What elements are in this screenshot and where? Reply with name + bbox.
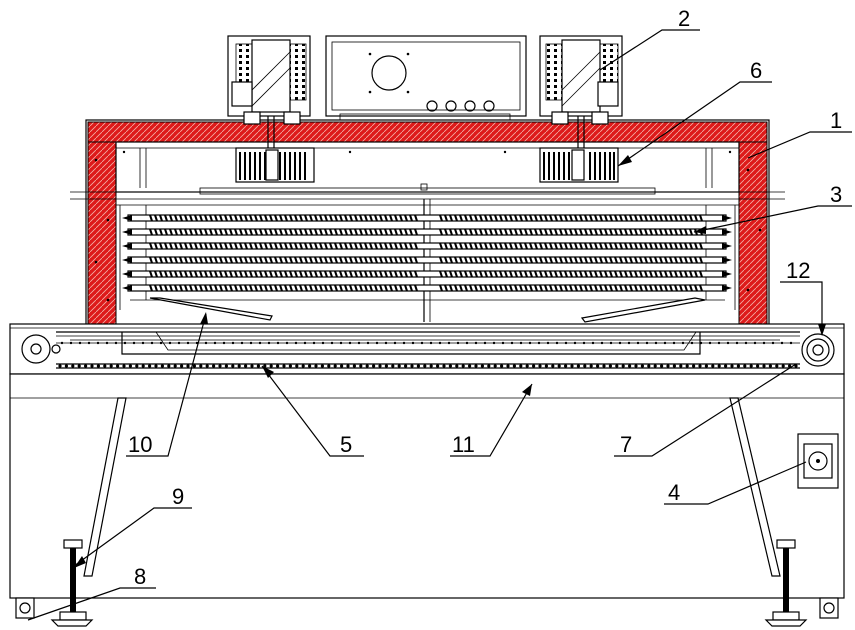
callout-7: 7 [620,432,632,457]
heater-tube [122,270,732,278]
callout-leaders [27,29,852,621]
heater-tube [122,228,732,236]
callout-6: 6 [750,58,762,83]
callout-1: 1 [830,108,842,133]
callout-12: 12 [786,258,810,283]
control-box [325,35,527,121]
heater-tube [122,214,732,222]
callout-11: 11 [452,432,475,457]
callout-4: 4 [668,480,680,505]
callout-10: 10 [128,432,152,457]
callout-5: 5 [340,432,352,457]
heater-tube [122,242,732,250]
heater-tube [122,256,732,264]
callout-8: 8 [134,564,146,589]
callout-labels: 1 2 6 3 12 10 5 11 7 4 9 8 [128,6,842,589]
deflector-plates [149,297,706,323]
insulated-housing [70,119,785,327]
fan-motor-left [227,35,315,183]
callout-9: 9 [172,484,184,509]
leveling-feet [50,539,808,627]
casters [15,597,839,619]
fan-motor-right [539,35,623,183]
machine-base [9,373,845,599]
heater-tube [122,284,732,292]
heater-bank [119,199,736,322]
callout-3: 3 [830,182,842,207]
callout-2: 2 [678,6,690,31]
